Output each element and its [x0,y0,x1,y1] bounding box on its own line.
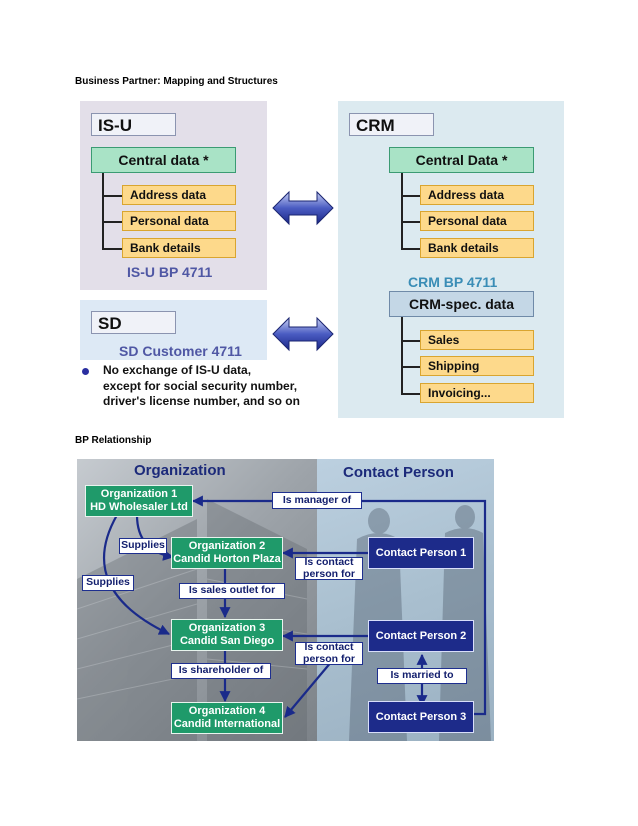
relation-line: Is contact [304,641,354,653]
isu-tree-branch [102,221,122,223]
crm-personal-data: Personal data [420,211,534,231]
sd-title: SD [91,311,176,334]
double-arrow-icon [272,316,334,352]
organization-3-subtitle: Candid San Diego [179,635,275,647]
double-arrow-icon [272,190,334,226]
exchange-note: No exchange of IS-U data, except for soc… [103,363,303,410]
relation-is-manager-of: Is manager of [272,492,362,509]
isu-personal-data: Personal data [122,211,236,231]
isu-tree-branch [102,195,122,197]
crm-sales: Sales [420,330,534,350]
relation-is-married-to: Is married to [377,668,467,684]
note-line: driver's license number, and so on [103,394,300,408]
crm-spec-data: CRM-spec. data [389,291,534,317]
crm-tree-branch [401,195,420,197]
isu-central-data: Central data * [91,147,236,173]
organization-1-subtitle: HD Wholesaler Ltd [90,501,188,513]
contact-person-3-box[interactable]: Contact Person 3 [368,701,474,733]
isu-tree-branch [102,248,122,250]
organization-4-subtitle: Candid International [173,718,281,730]
sd-customer-label: SD Customer 4711 [119,343,242,359]
note-line: except for social security number, [103,378,298,393]
relation-line: Is contact [304,556,354,568]
crm-bp-label: CRM BP 4711 [408,274,498,290]
crm-shipping: Shipping [420,356,534,376]
crm-spec-tree-line [401,317,403,393]
organization-4-name: Organization 4 [188,704,266,717]
relation-is-shareholder-of: Is shareholder of [171,663,271,679]
crm-spec-tree-branch [401,393,420,395]
isu-tree-line [102,173,104,249]
relation-is-sales-outlet-for: Is sales outlet for [179,583,285,599]
relation-line: person for [303,567,355,580]
relation-is-contact-person-for: Is contact person for [295,556,363,580]
organization-column-title: Organization [134,462,226,479]
crm-title: CRM [349,113,434,136]
crm-spec-tree-branch [401,340,420,342]
relation-supplies: Supplies [119,538,167,554]
organization-1-box[interactable]: Organization 1 HD Wholesaler Ltd [85,485,193,517]
relation-line: person for [303,652,355,665]
relation-supplies: Supplies [82,575,134,591]
crm-tree-line [401,173,403,249]
crm-tree-branch [401,221,420,223]
section-heading-relationship: BP Relationship [75,435,152,446]
organization-4-box[interactable]: Organization 4 Candid International [171,702,283,734]
contact-person-1-box[interactable]: Contact Person 1 [368,537,474,569]
isu-bank-details: Bank details [122,238,236,258]
crm-invoicing: Invoicing... [420,383,534,403]
isu-title: IS-U [91,113,176,136]
contact-person-column-title: Contact Person [343,464,454,481]
crm-spec-tree-branch [401,366,420,368]
crm-tree-branch [401,248,420,250]
section-heading-mapping: Business Partner: Mapping and Structures [75,76,278,87]
bp-relationship-figure: Organization Contact Person [77,459,494,741]
organization-3-box[interactable]: Organization 3 Candid San Diego [171,619,283,651]
organization-3-name: Organization 3 [188,621,266,634]
organization-2-box[interactable]: Organization 2 Candid Horton Plaza [171,537,283,569]
contact-person-2-box[interactable]: Contact Person 2 [368,620,474,652]
crm-address-data: Address data [420,185,534,205]
organization-2-name: Organization 2 [188,539,266,552]
crm-bank-details: Bank details [420,238,534,258]
bullet-icon [82,368,89,375]
organization-1-name: Organization 1 [100,487,178,500]
organization-2-subtitle: Candid Horton Plaza [173,553,281,565]
isu-bp-label: IS-U BP 4711 [127,264,213,280]
isu-address-data: Address data [122,185,236,205]
note-line: No exchange of IS-U data, [103,363,252,377]
crm-central-data: Central Data * [389,147,534,173]
relation-is-contact-person-for: Is contact person for [295,641,363,665]
